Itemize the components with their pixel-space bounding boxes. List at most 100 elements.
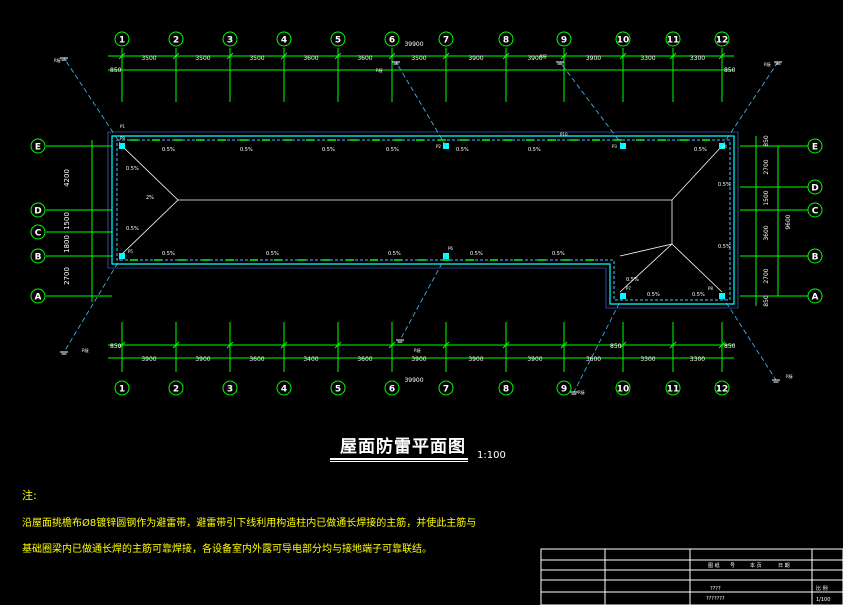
tb-row3-2: 1/100 [816,597,830,603]
dim-bottom-span-1: 3900 [195,356,210,363]
downlead-line-1 [63,255,123,353]
axis-label-x-7: 7 [443,36,449,46]
axis-bubble-left-E [30,138,46,154]
slope-label-16: 0.5% [626,277,639,283]
axis-bubble-x-10 [615,31,631,47]
axis-label-x-2: 2 [173,36,179,46]
tick-top-4 [334,52,342,60]
dim-bottom-edge-mid: 850 [610,343,622,350]
tick-bottom-1 [172,341,180,349]
axis-bubble-x-1 [114,31,130,47]
axis-label-x-1: 1 [119,385,125,395]
axis-label-left-D: D [34,207,41,217]
downlead-tag-2: R接 [764,61,771,67]
tick-top-9 [619,52,627,60]
title-underline-thin [330,461,468,462]
downlead-line-3 [721,295,777,381]
downlead-tag-1: R接 [82,347,89,353]
axis-label-x-8: 8 [503,36,509,46]
slope-label-extra-2: 0.5% [692,292,705,298]
slope-label-15: 0.5% [552,251,565,257]
dim-left-span-3: 2700 [63,267,71,285]
axis-bubble-x-1 [114,380,130,396]
tick-top-0 [118,52,126,60]
dim-bottom-span-7: 3900 [527,356,542,363]
tick-top-1 [172,52,180,60]
dim-top-span-2: 3500 [249,55,264,62]
downlead-line-6 [399,255,447,341]
pole-tag-1: P2 [436,144,441,149]
axis-bubble-x-6 [384,380,400,396]
axis-label-x-10: 10 [617,36,630,46]
title-block: 图 纸号本 页日 期???????????比 例1/100 [540,548,843,605]
title-underline [330,458,468,460]
axis-label-right-E: E [812,143,818,153]
note-line-1: 沿屋面挑檐布Ø8镀锌圆钢作为避雷带，避雷带引下线利用构造柱内已做通长焊接的主筋，… [22,518,477,529]
axis-label-right-D: D [811,184,818,194]
tick-top-8 [560,52,568,60]
dim-top-edge-right: 850 [724,67,736,74]
dim-top-span-10: 3300 [690,55,705,62]
dim-left-span-2: 1800 [63,235,71,253]
dim-top-span-8: 3900 [586,55,601,62]
slope-label-9: 0.5% [126,226,139,232]
drawing-title: 屋面防雷平面图 [340,437,466,457]
axis-bubble-x-2 [168,31,184,47]
axis-label-x-6: 6 [389,385,395,395]
downlead-tag-3: R接 [786,373,793,379]
downlead-line-5 [559,61,624,147]
slope-label-2: 0.5% [322,147,335,153]
tb-row1-3: 日 期 [778,563,790,569]
roof-ridges [121,145,723,293]
drawing-scale: 1:100 [477,450,506,461]
pole-tag-9: P10 [560,132,568,137]
dim-bottom-span-9: 3300 [640,356,655,363]
axis-bubble-x-5 [330,380,346,396]
axis-bubble-right-A [807,288,823,304]
tick-top-2 [226,52,234,60]
downlead-tag-6: R接 [414,347,421,353]
axis-label-x-5: 5 [335,36,341,46]
axis-label-x-8: 8 [503,385,509,395]
slope-label-6: 0.5% [694,147,707,153]
axis-label-left-C: C [35,229,42,239]
axis-label-right-C: C [812,207,819,217]
dim-right-total: 9600 [785,214,792,229]
dim-left-span-1: 1500 [63,212,71,230]
tick-bottom-0 [118,341,126,349]
axis-bubble-x-8 [498,380,514,396]
axis-label-x-11: 11 [667,36,680,46]
axis-label-x-10: 10 [617,385,630,395]
pole-tag-8: P9 [120,136,125,141]
tick-bottom-6 [442,341,450,349]
slope-label-4: 0.5% [456,147,469,153]
axis-label-x-4: 4 [281,36,287,46]
axis-bubble-x-3 [222,31,238,47]
axis-label-x-4: 4 [281,385,287,395]
tb-row1-2: 本 页 [750,562,762,569]
notes-heading: 注: [22,489,37,502]
dim-right-span-2: 1500 [763,190,770,205]
dim-bottom-span-2: 3600 [249,356,264,363]
dim-bottom-total: 39900 [404,377,423,384]
downlead-tag-0: R接 [54,57,61,63]
axis-bubble-right-C [807,202,823,218]
tick-bottom-7 [502,341,510,349]
axis-label-x-12: 12 [716,36,729,46]
axis-label-left-B: B [35,253,42,263]
dim-top-span-7: 3900 [527,55,542,62]
grid-lines [46,48,808,372]
dim-top-edge-left: 850 [110,67,122,74]
downlead-tag-5: R接 [540,53,547,59]
dim-top-total: 39900 [404,41,423,48]
axis-bubble-left-D [30,202,46,218]
axis-label-right-A: A [812,293,819,303]
tick-top-5 [388,52,396,60]
dim-bottom-span-6: 3900 [468,356,483,363]
tb-row3-0: ??????? [706,596,725,602]
dim-bottom-edge-left: 850 [110,343,122,350]
axis-label-x-9: 9 [561,385,567,395]
axis-bubble-x-4 [276,380,292,396]
